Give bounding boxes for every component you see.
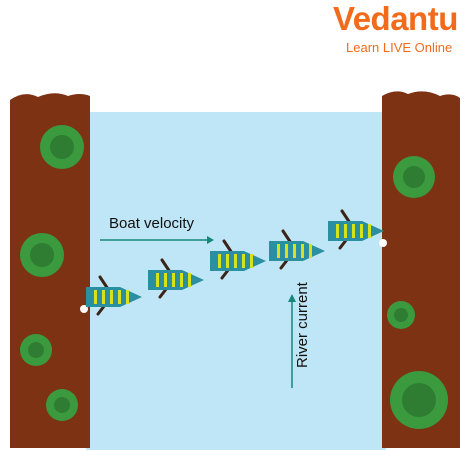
boat-velocity-label: Boat velocity — [109, 215, 195, 232]
end-point — [379, 239, 387, 247]
river-current-arrow — [288, 294, 296, 388]
river-current-label: River current — [294, 282, 311, 368]
boat — [148, 258, 204, 299]
bush-left-2 — [20, 233, 64, 277]
river — [86, 112, 386, 450]
boat — [328, 209, 384, 250]
bush-left-1 — [40, 125, 84, 169]
boat-sequence — [86, 209, 384, 316]
boat — [210, 239, 266, 280]
bush-right-2 — [387, 301, 415, 329]
bush-left-3 — [20, 334, 52, 366]
boat — [86, 275, 142, 316]
boat-velocity-arrow — [100, 236, 214, 244]
bush-left-4 — [46, 389, 78, 421]
bush-right-3 — [390, 371, 448, 429]
boat — [269, 229, 325, 270]
bush-right-1 — [393, 156, 435, 198]
brand-tagline: Learn LIVE Online — [346, 40, 453, 55]
brand-logo: Vedantu — [333, 0, 458, 37]
